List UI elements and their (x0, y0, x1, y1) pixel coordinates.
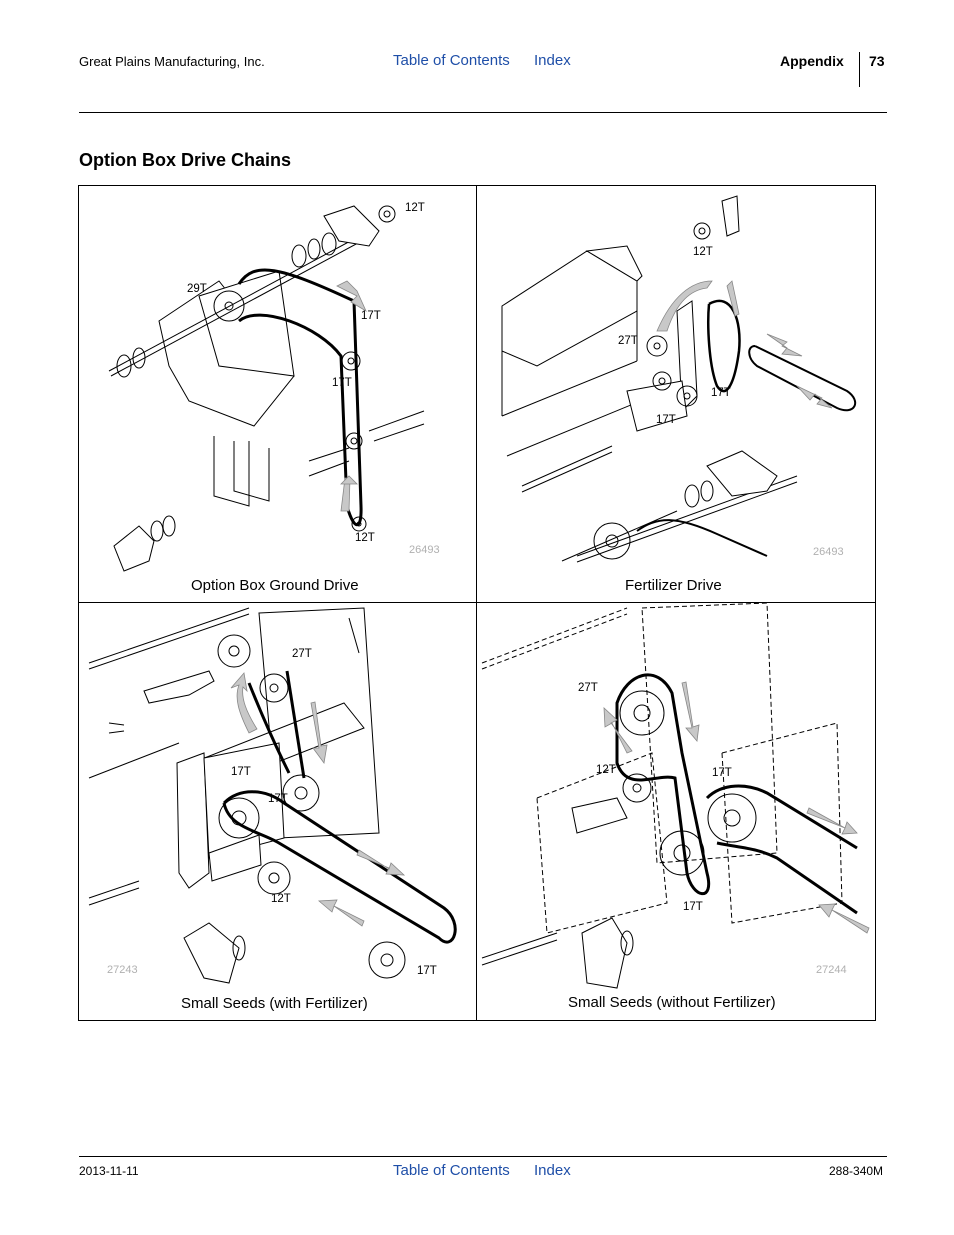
sprocket-label: 29T (187, 283, 207, 295)
panel-caption: Option Box Ground Drive (191, 577, 359, 594)
sprocket-label: 12T (405, 202, 425, 214)
publication-date: 2013-11-11 (79, 1164, 139, 1178)
section-name: Appendix (780, 53, 844, 69)
footer-index-link[interactable]: Index (534, 1162, 571, 1179)
sprocket-label: 12T (596, 764, 616, 776)
section-title: Option Box Drive Chains (79, 150, 292, 170)
header-index-link[interactable]: Index (534, 52, 571, 69)
figure-number: 27243 (107, 964, 138, 976)
sprocket-label: 17T (656, 414, 676, 426)
ground-drive-illustration (108, 205, 425, 572)
grid-divider-horizontal (78, 602, 876, 603)
sprocket-label: 27T (578, 682, 598, 694)
panel-caption: Small Seeds (without Fertilizer) (568, 994, 776, 1011)
sprocket-label: 17T (683, 901, 703, 913)
sprocket-label: 12T (693, 246, 713, 258)
panel-ground-drive: 12T 29T 17T 17T 12T 26493 Option Box Gro… (79, 186, 476, 602)
header-table-of-contents-link[interactable]: Table of Contents (393, 52, 510, 69)
sprocket-label: 17T (361, 310, 381, 322)
header-rule (79, 112, 887, 113)
figure-grid (78, 185, 876, 1021)
small-seeds-without-fertilizer-illustration (481, 603, 870, 989)
sprocket-label: 17T (332, 377, 352, 389)
header-separator (859, 52, 860, 87)
panel-caption: Small Seeds (with Fertilizer) (181, 995, 368, 1012)
sprocket-label: 17T (268, 793, 288, 805)
sprocket-label: 12T (271, 893, 291, 905)
page-number: 73 (869, 53, 885, 69)
figure-number: 26493 (409, 544, 440, 556)
company-name: Great Plains Manufacturing, Inc. (79, 54, 265, 69)
footer-table-of-contents-link[interactable]: Table of Contents (393, 1162, 510, 1179)
sprocket-label: 27T (618, 335, 638, 347)
fertilizer-drive-illustration (501, 195, 857, 563)
sprocket-label: 12T (355, 532, 375, 544)
sprocket-label: 27T (292, 648, 312, 660)
figure-number: 26493 (813, 546, 844, 558)
panel-small-seeds-without-fertilizer: 27T 12T 17T 17T 27244 Small Seeds (witho… (477, 603, 875, 1020)
panel-fertilizer-drive: 12T 27T 17T 17T 26493 Fertilizer Drive (477, 186, 875, 602)
sprocket-label: 17T (417, 965, 437, 977)
sprocket-label: 17T (712, 767, 732, 779)
small-seeds-with-fertilizer-illustration (88, 607, 457, 984)
sprocket-label: 17T (711, 387, 731, 399)
grid-divider-vertical (476, 185, 477, 1021)
document-number: 288-340M (829, 1164, 884, 1178)
sprocket-label: 17T (231, 766, 251, 778)
panel-small-seeds-with-fertilizer: 27T 17T 17T 12T 17T 27243 Small Seeds (w… (79, 603, 476, 1020)
figure-number: 27244 (816, 964, 847, 976)
panel-caption: Fertilizer Drive (625, 577, 722, 594)
footer-rule (79, 1156, 887, 1157)
